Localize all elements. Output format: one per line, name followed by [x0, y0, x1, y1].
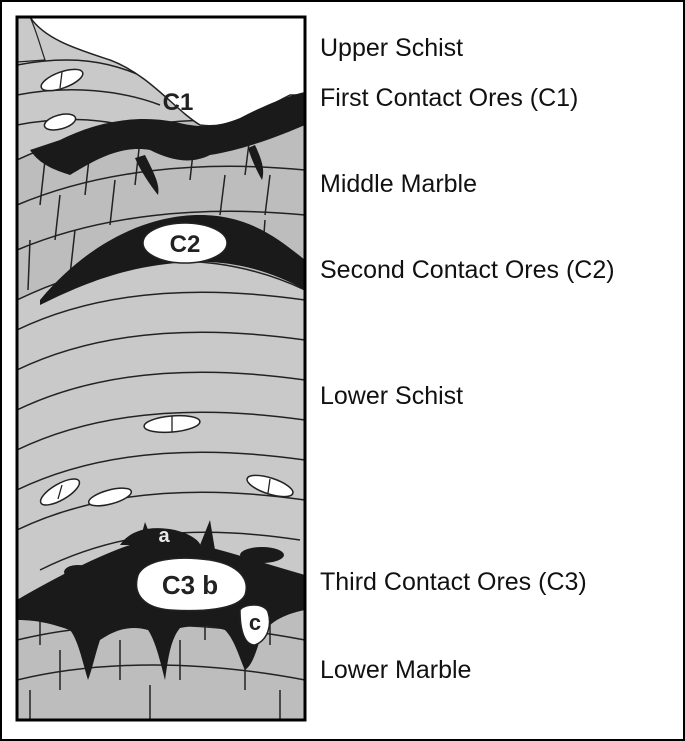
- label-middle-marble: Middle Marble: [320, 170, 478, 198]
- label-lower-schist: Lower Schist: [320, 382, 464, 410]
- label-lower-marble: Lower Marble: [320, 656, 472, 684]
- c3b-ore-pod: [135, 557, 247, 612]
- c2-tag: C2: [170, 231, 201, 258]
- ore-lens: [64, 565, 92, 579]
- c-tag: c: [249, 610, 261, 635]
- ore-lens-a: [120, 528, 202, 552]
- first-contact-ore: [30, 92, 305, 175]
- c1-ore-drip: [248, 145, 264, 180]
- ore-spike: [140, 522, 152, 540]
- label-upper-schist: Upper Schist: [320, 34, 464, 62]
- a-tag: a: [158, 525, 170, 547]
- ore-spike: [200, 520, 215, 550]
- label-third-contact-ores: Third Contact Ores (C3): [320, 568, 587, 596]
- lens-cracks: [57, 71, 271, 500]
- c2-ore-pod: [142, 222, 228, 264]
- label-first-contact-ores: First Contact Ores (C1): [320, 84, 579, 112]
- column-outline: [15, 15, 307, 722]
- c3b-tag: C3 b: [162, 570, 218, 600]
- c1-ore-drip: [135, 155, 159, 195]
- c-ore-pod: [239, 604, 271, 646]
- ore-lens: [240, 547, 284, 563]
- c1-tag: C1: [163, 89, 194, 116]
- label-second-contact-ores: Second Contact Ores (C2): [320, 256, 615, 284]
